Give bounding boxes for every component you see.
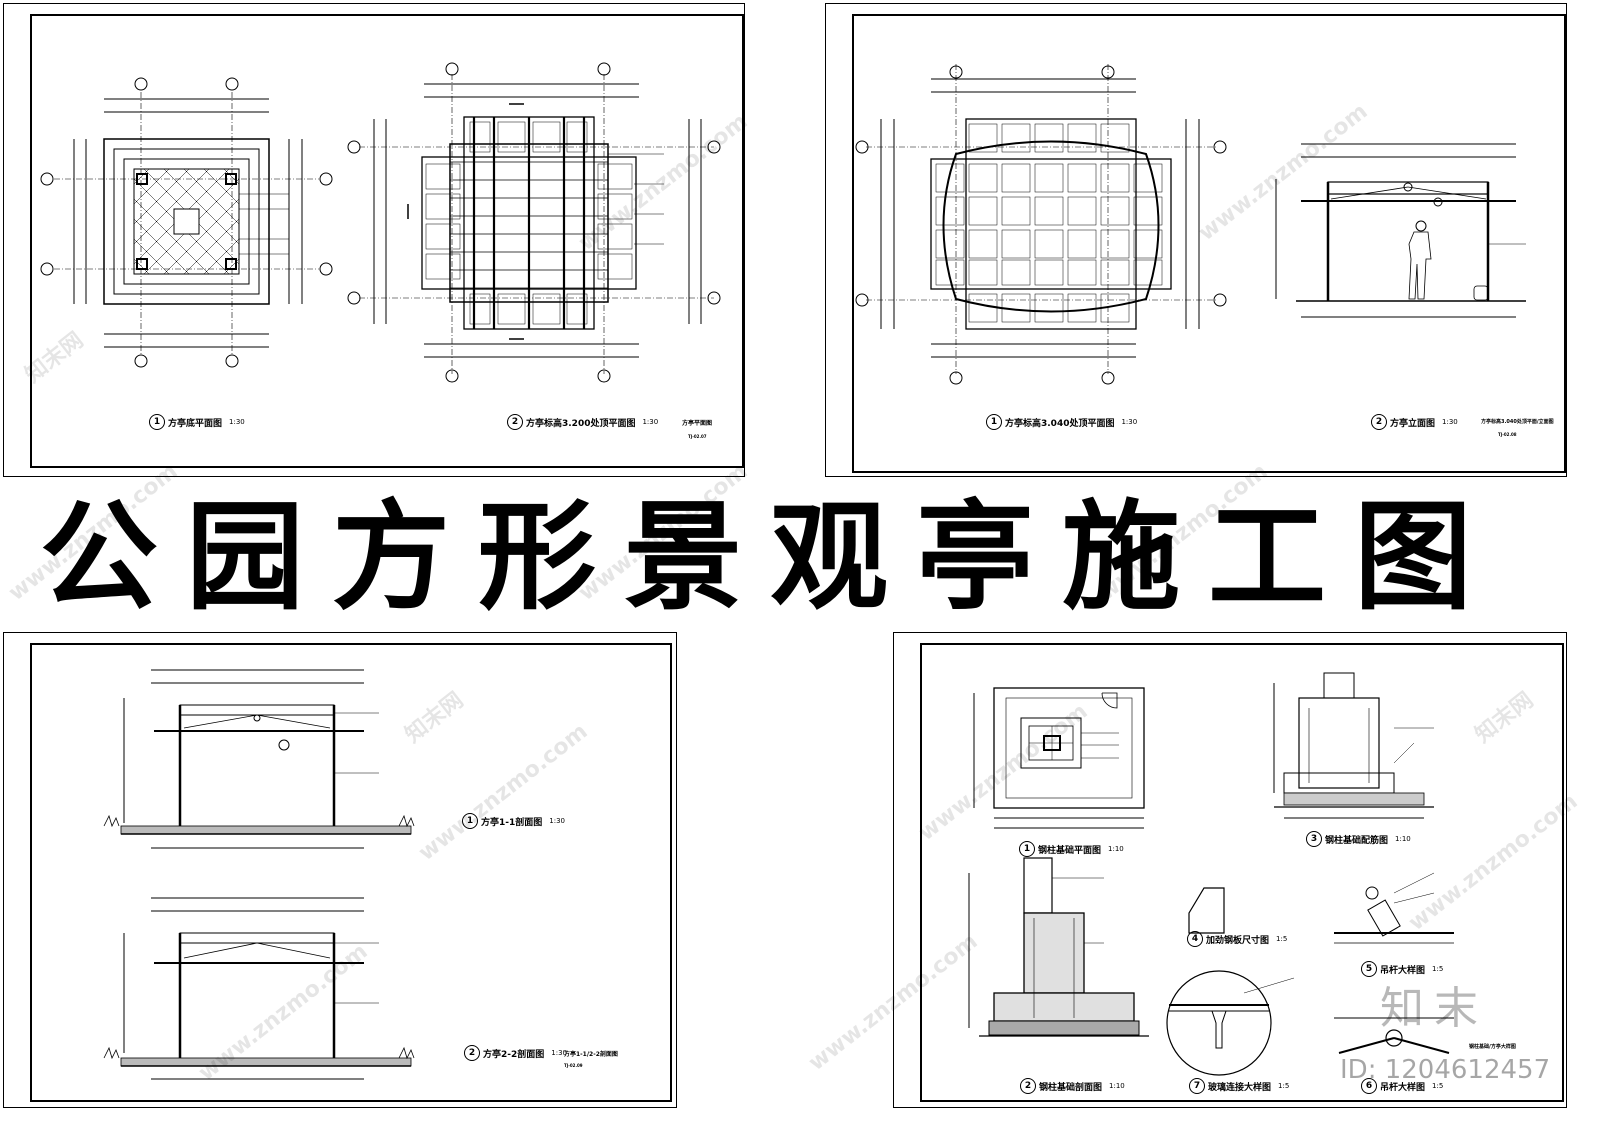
drawing-label-2: 2 方亭2-2剖面图 1:30 [464, 1045, 567, 1061]
sheet-frame [30, 14, 744, 468]
sheet-plan: 1 方亭底平面图 1:30 2 方亭标高3.200处顶平面图 1:30 方亭平面… [3, 3, 745, 477]
detail-drawings [968, 672, 1454, 1076]
detail-label-5: 5 吊杆大样图 1:5 [1361, 961, 1443, 977]
detail-label-2: 2 钢柱基础剖面图 1:10 [1020, 1078, 1125, 1094]
detail-label-1: 1 钢柱基础平面图 1:10 [1019, 841, 1124, 857]
sheet-frame [852, 14, 1566, 473]
sheet-name: 方亭标高3.040处顶平面/立面图 [1481, 419, 1554, 425]
sheet-name: 方亭平面图 [682, 420, 713, 427]
sheet-frame [920, 643, 1564, 1102]
drawing-label-1: 1 方亭1-1剖面图 1:30 [462, 813, 565, 829]
drawing-label-2: 2 方亭标高3.200处顶平面图 1:30 [507, 414, 658, 430]
detail-label-3: 3 钢柱基础配筋图 1:10 [1306, 831, 1411, 847]
sheet-code: TJ-02.09 [564, 1063, 583, 1068]
page-title: 公园方形景观亭施工图 [40, 488, 1501, 626]
sheet-sections: 1 方亭1-1剖面图 1:30 2 方亭2-2剖面图 1:30 方亭1-1/2-… [3, 632, 677, 1108]
sheet-name: 方亭1-1/2-2剖面图 [564, 1051, 618, 1058]
roof-elevation-drawings [855, 64, 1526, 385]
detail-label-7: 7 玻璃连接大样图 1:5 [1189, 1078, 1289, 1094]
brand-logo: 知末 [1380, 983, 1488, 1034]
drawing-label-1: 1 方亭底平面图 1:30 [149, 414, 245, 430]
image-id: ID: 1204612457 [1340, 1055, 1551, 1085]
plan-drawings [40, 62, 721, 383]
sheet-code: TJ-02.07 [688, 434, 707, 439]
section-drawings [103, 669, 415, 1080]
sheet-roof-elevation: 1 方亭标高3.040处顶平面图 1:30 2 方亭立面图 1:30 方亭标高3… [825, 3, 1567, 477]
detail-label-6: 6 吊杆大样图 1:5 [1361, 1078, 1443, 1094]
sheet-code: TJ-02.08 [1498, 432, 1517, 437]
detail-label-4: 4 加劲钢板尺寸图 1:5 [1187, 931, 1287, 947]
sheet-frame [30, 643, 672, 1102]
sheet-details: 1 钢柱基础平面图 1:10 3 钢柱基础配筋图 1:10 4 加劲钢板尺寸图 … [893, 632, 1567, 1108]
drawing-label-1: 1 方亭标高3.040处顶平面图 1:30 [986, 414, 1137, 430]
drawing-label-2: 2 方亭立面图 1:30 [1371, 414, 1458, 430]
sheet-name: 钢柱基础/方亭大样图 [1469, 1044, 1516, 1050]
